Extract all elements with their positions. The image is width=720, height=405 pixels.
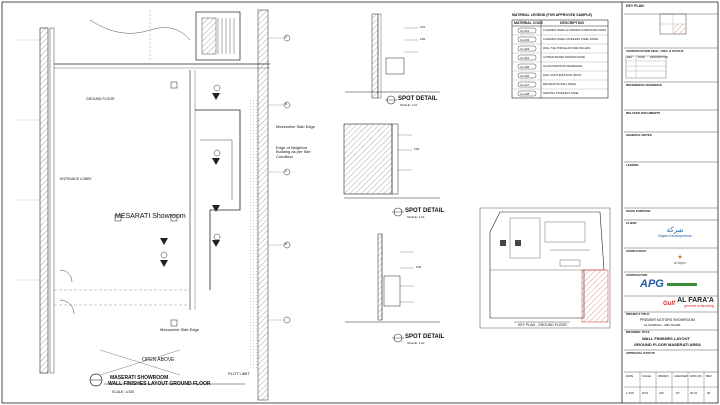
spot-detail-title-3: SPOT DETAIL bbox=[405, 334, 445, 340]
legend-code-4: CL-004 bbox=[520, 56, 530, 60]
legend-code-1: CL-001 bbox=[520, 29, 530, 33]
grid-tag-b: B bbox=[285, 102, 288, 106]
tb-footer-value-1: 1:100 bbox=[626, 391, 634, 395]
tb-issue-type: ISSUE PURPOSE bbox=[626, 209, 651, 213]
tb-project-title: PREMIER MOTORS SHOWROOM bbox=[640, 318, 695, 322]
tb-rev-header-3: DESCRIPTION bbox=[650, 56, 668, 59]
tb-drawing-title-label: DRAWING TITLE bbox=[626, 330, 650, 334]
legend-code-5: CL-005 bbox=[520, 65, 530, 69]
client-logo: شركة Bayan Developments bbox=[640, 226, 710, 238]
legend-code-8: CL-008 bbox=[520, 92, 530, 96]
plan-scale: SCALE: 1/100 bbox=[112, 390, 135, 394]
alfaraa-logo-sub: general contracting bbox=[684, 304, 714, 308]
tb-construction-seal: CONSTRUCTION SEAL / REV. & STATUS bbox=[626, 49, 684, 53]
tb-legend: LEGEND bbox=[626, 163, 639, 167]
plan-title-2: WALL FINISHES LAYOUT GROUND FLOOR bbox=[108, 381, 211, 387]
tb-related-docs: RELATED DOCUMENTS bbox=[626, 111, 661, 115]
tb-footer-value-5: ID-01 bbox=[690, 391, 698, 395]
spot-detail-scale-2: SCALE: 1:10 bbox=[407, 215, 425, 219]
tb-key-plan: KEY PLAN bbox=[626, 4, 644, 8]
apg-logo-bar bbox=[666, 282, 697, 286]
legend-desc-1: CLADDING PANEL ALUMINIUM COMPOSITE FINIS… bbox=[543, 29, 606, 32]
tb-footer-value-6: 00 bbox=[707, 391, 711, 395]
tb-footer-scale: SCALE bbox=[642, 374, 652, 378]
tb-footer-date: DATE bbox=[626, 374, 634, 378]
spot-detail-scale-3: SCALE: 1:10 bbox=[407, 341, 425, 345]
consultant-logo-star: ✦ bbox=[677, 255, 683, 261]
legend-desc-6: WALL PAINT EMULSION WHITE bbox=[543, 74, 582, 77]
tb-consultant: CONSULTANT bbox=[626, 249, 647, 253]
legend-desc-2: CLADDING PANEL STAINLESS STEEL FINISH bbox=[543, 38, 599, 41]
apg-logo: APG bbox=[640, 275, 716, 293]
legend-code-3: CL-003 bbox=[520, 47, 530, 51]
legend-header-desc: DESCRIPTION bbox=[560, 21, 584, 25]
spot-detail-title-2: SPOT DETAIL bbox=[405, 208, 445, 214]
alfaraa-logo: AL FARA'A general contracting bbox=[634, 297, 714, 308]
gulf-logo-text: Gulf bbox=[663, 301, 675, 307]
plan-title-1: MASERATI SHOWROOM bbox=[110, 375, 169, 381]
room-label: MESARATI Showroom bbox=[115, 213, 186, 220]
alfaraa-logo-name: AL FARA'A bbox=[677, 297, 714, 304]
tb-footer-dwg: DWG NO. bbox=[690, 374, 703, 378]
plan-note-1: Mezzanine Slab Edge bbox=[276, 124, 315, 129]
legend-code-6: CL-006 bbox=[520, 74, 530, 78]
tb-footer-value-4: KT bbox=[676, 391, 680, 395]
tb-footer-value-3: AM bbox=[659, 391, 664, 395]
room-tag-1: GROUND FLOOR bbox=[86, 97, 115, 101]
client-logo-arabic: شركة bbox=[666, 227, 684, 234]
tb-client: CLIENT bbox=[626, 221, 637, 225]
finish-code-3: F03 bbox=[414, 147, 420, 151]
tb-rev-header-1: REV bbox=[627, 56, 633, 59]
tb-footer-rev: REV bbox=[706, 374, 712, 378]
tb-approval-status: APPROVAL STATUS bbox=[626, 351, 655, 355]
finish-code-4: F04 bbox=[416, 265, 422, 269]
legend-code-2: CL-002 bbox=[520, 38, 530, 42]
legend-desc-7: DECORATIVE WALL PANEL bbox=[543, 83, 577, 86]
consultant-logo: ✦ al fayez bbox=[650, 254, 710, 265]
spot-detail-scale-1: SCALE: 1:10 bbox=[400, 103, 418, 107]
open-above-label: OPEN ABOVE bbox=[142, 357, 175, 363]
legend-desc-3: WALL TILE PORCELAIN SIZE 600x1200 bbox=[543, 47, 591, 50]
legend-header-code: MATERIAL CODE bbox=[514, 21, 543, 25]
finish-code-2: F02 bbox=[420, 37, 426, 41]
tb-drawing-title-1: WALL FINISHES LAYOUT bbox=[642, 336, 691, 341]
grid-tag-c: C bbox=[285, 169, 288, 173]
tb-references: REFERENCE DRAWINGS bbox=[626, 83, 662, 87]
plan-note-2: Edge of Neighbor Building as per Site Co… bbox=[276, 145, 311, 159]
grid-tag-d: D bbox=[285, 242, 288, 246]
spot-detail-title-1: SPOT DETAIL bbox=[398, 96, 438, 102]
gulf-logo: Gulf bbox=[654, 301, 684, 307]
finish-code-1: F01 bbox=[420, 25, 426, 29]
tb-general-notes: GENERAL NOTES bbox=[626, 133, 652, 137]
legend-desc-4: GYPSUM BOARD PAINTED FINISH bbox=[543, 56, 586, 59]
client-logo-name: Bayan Developments bbox=[658, 234, 692, 238]
tb-contractor: CONTRACTOR bbox=[626, 273, 648, 277]
plan-note-3: Mezzanine Slab Edge bbox=[160, 327, 199, 332]
tb-rev-header-2: DATE bbox=[638, 56, 645, 59]
tb-project-title-label: PROJECT TITLE bbox=[626, 312, 650, 316]
tb-footer-drawn: DRAWN bbox=[658, 374, 669, 378]
tb-drawing-title-2: GROUND FLOOR MASERATI AREA bbox=[634, 342, 701, 347]
grid-tag-a: A bbox=[285, 35, 288, 39]
tb-footer-value-2: NTS bbox=[642, 391, 648, 395]
plot-limit-label: PLOT LIMIT bbox=[228, 371, 250, 376]
tb-project-location: AL RAWDAH - ABU DHABI bbox=[644, 323, 681, 327]
tb-footer-checked: CHECKED bbox=[674, 374, 688, 378]
key-plan-label: KEY PLAN - GROUND FLOOR bbox=[518, 323, 567, 327]
legend-code-7: CL-007 bbox=[520, 83, 530, 87]
apg-logo-text: APG bbox=[640, 278, 664, 290]
room-tag-2: ENTRANCE LOBBY bbox=[60, 177, 92, 181]
consultant-logo-name: al fayez bbox=[673, 261, 687, 265]
legend-desc-5: GLASS PARTITION FRAMELESS bbox=[543, 65, 583, 68]
legend-desc-8: SKIRTING STAINLESS STEEL bbox=[543, 92, 579, 95]
legend-title: MATERIAL LEGEND (FOR APPROVED SAMPLE) bbox=[512, 13, 593, 17]
